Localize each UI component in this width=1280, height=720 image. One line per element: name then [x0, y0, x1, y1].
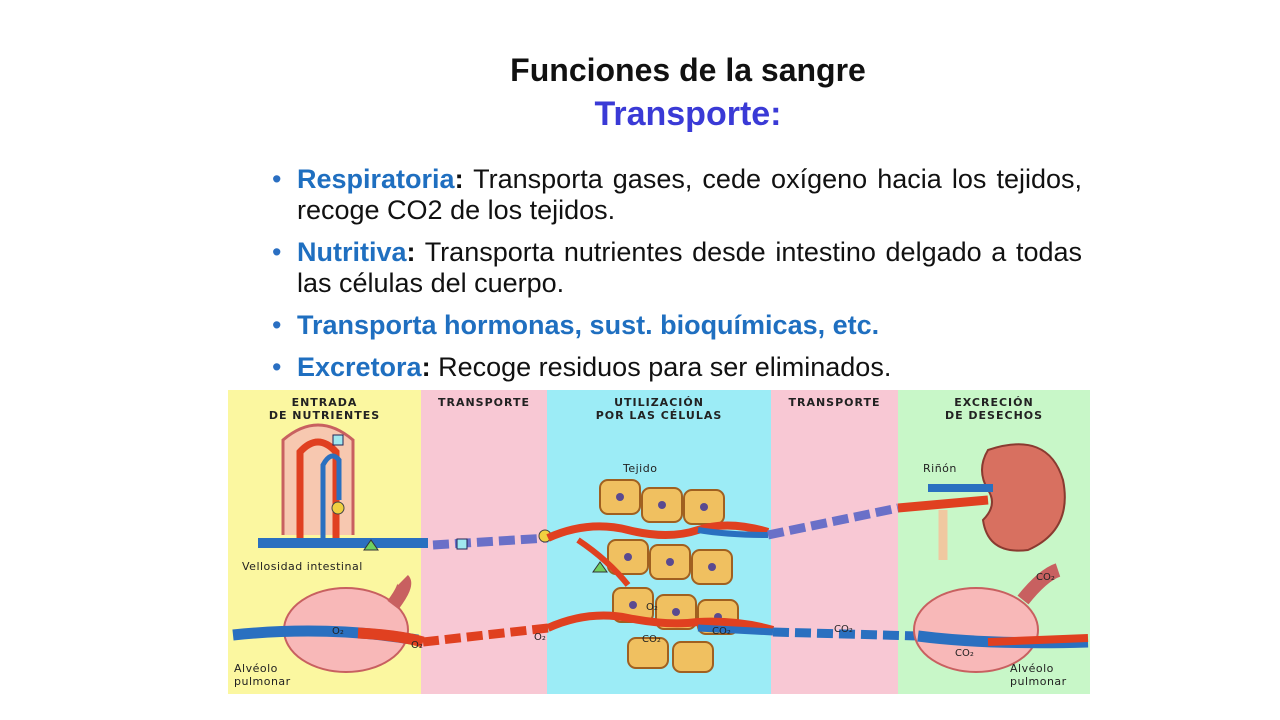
gas-label: CO₂ [642, 634, 661, 645]
list-item-hormonas: Transporta hormonas, sust. bioquímicas, … [272, 310, 1082, 341]
circulation-illustration [232, 423, 1089, 673]
gas-label: O₂ [646, 602, 658, 613]
zone-label: UTILIZACIÓN POR LAS CÉLULAS [595, 396, 723, 422]
tissue-label: Tejido [623, 462, 658, 475]
intestinal-villus-icon [281, 423, 355, 540]
alveolus-right-icon [913, 563, 1061, 673]
zone-label: TRANSPORTE [437, 396, 531, 409]
alveolus-left-label: Alvéolo pulmonar [234, 662, 291, 688]
list-item-respiratoria: Respiratoria: Transporta gases, cede oxí… [272, 164, 1082, 226]
gas-label: O₂ [411, 640, 423, 651]
gas-label: CO₂ [1036, 572, 1055, 583]
zone-label: EXCRECIÓN DE DESECHOS [944, 396, 1044, 422]
gas-label: O₂ [534, 632, 546, 643]
list-item-excretora: Excretora: Recoge residuos para ser elim… [272, 352, 1082, 383]
term-label: Excretora [297, 352, 422, 382]
gas-label: CO₂ [834, 624, 853, 635]
zone-label: TRANSPORTE [788, 396, 881, 409]
blood-transport-diagram: ENTRADA DE NUTRIENTES TRANSPORTE UTILIZA… [228, 390, 1090, 694]
gas-label: CO₂ [955, 648, 974, 659]
villus-label: Vellosidad intestinal [242, 560, 363, 573]
zone-transporte-2: TRANSPORTE [771, 390, 898, 694]
zone-label: ENTRADA DE NUTRIENTES [268, 396, 381, 422]
item-text: Transporta nutrientes desde intestino de… [297, 237, 1082, 298]
alveolus-right-label: Alvéolo pulmonar [1010, 662, 1067, 688]
gas-label: CO₂ [712, 626, 731, 637]
term-label: Nutritiva [297, 237, 407, 267]
term-label: Respiratoria [297, 164, 455, 194]
term-label: Transporta hormonas, sust. bioquímicas, … [297, 310, 880, 340]
kidney-icon [928, 443, 1066, 560]
list-item-nutritiva: Nutritiva: Transporta nutrientes desde i… [272, 237, 1082, 299]
page-title: Funciones de la sangre [510, 52, 866, 88]
gas-label: O₂ [332, 626, 344, 637]
function-list: Respiratoria: Transporta gases, cede oxí… [272, 164, 1082, 394]
item-text: Transporta gases, cede oxígeno hacia los… [297, 164, 1082, 225]
page-subtitle: Transporte: [594, 95, 782, 133]
kidney-label: Riñón [923, 462, 957, 475]
item-text: Recoge residuos para ser eliminados. [430, 352, 892, 382]
